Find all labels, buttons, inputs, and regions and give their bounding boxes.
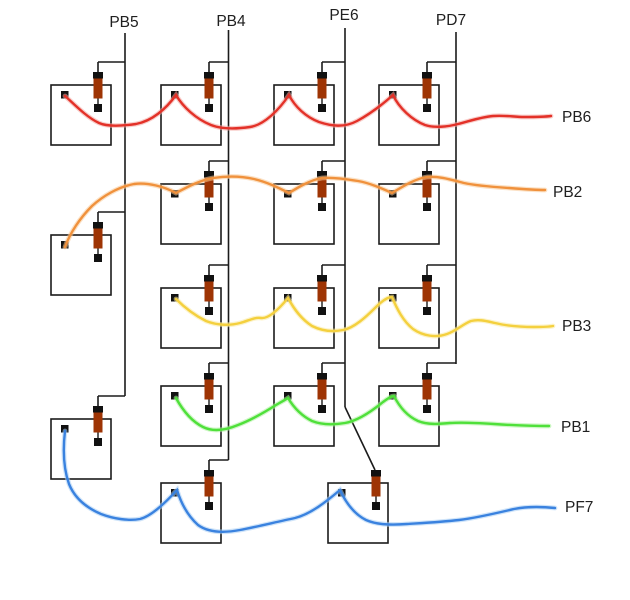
component-bottom-cap: [423, 405, 431, 413]
component-body: [422, 379, 432, 400]
button-cell-16: [327, 470, 389, 544]
component-top-cap: [204, 275, 214, 282]
component-bottom-cap: [372, 502, 380, 510]
component-bottom-cap: [318, 307, 326, 315]
button-outline: [50, 418, 112, 480]
component-bottom-cap: [318, 104, 326, 112]
component-bottom-cap: [423, 203, 431, 211]
component-body: [317, 177, 327, 198]
component-body: [93, 78, 103, 99]
button-outline: [327, 482, 389, 544]
component-top-cap: [204, 72, 214, 79]
button-cell-7: [50, 211, 125, 296]
column-label-pb5: PB5: [109, 14, 138, 31]
component-bottom-cap: [423, 307, 431, 315]
component-body: [317, 281, 327, 302]
component-bottom-cap: [94, 254, 102, 262]
component-body: [317, 78, 327, 99]
contact-pad: [171, 392, 179, 400]
component-bottom-cap: [94, 104, 102, 112]
row-label-pb2: PB2: [553, 184, 582, 201]
button-cell-3: [378, 61, 456, 146]
button-outline: [160, 84, 222, 146]
button-outline: [160, 482, 222, 544]
component-top-cap: [422, 72, 432, 79]
component-body: [204, 476, 214, 497]
button-cell-5: [273, 160, 345, 245]
component-top-cap: [204, 171, 214, 178]
column-label-pe6: PE6: [329, 7, 358, 24]
component-top-cap: [317, 171, 327, 178]
component-bottom-cap: [205, 104, 213, 112]
button-cell-11: [160, 362, 229, 447]
component-top-cap: [371, 470, 381, 477]
button-outline: [50, 84, 112, 146]
component-top-cap: [204, 373, 214, 380]
component-bottom-cap: [205, 307, 213, 315]
button-cell-6: [378, 160, 456, 245]
column-label-pb4: PB4: [216, 13, 246, 30]
button-cell-4: [160, 160, 229, 245]
component-top-cap: [93, 222, 103, 229]
component-body: [204, 379, 214, 400]
component-top-cap: [317, 275, 327, 282]
wire-pf7: [62, 429, 557, 534]
component-bottom-cap: [205, 502, 213, 510]
button-outline: [160, 287, 222, 349]
component-body: [93, 412, 103, 433]
component-top-cap: [93, 72, 103, 79]
column-label-pd7: PD7: [436, 12, 466, 29]
bus-tail-pe6: [344, 406, 376, 471]
component-body: [422, 177, 432, 198]
component-bottom-cap: [318, 203, 326, 211]
component-top-cap: [204, 470, 214, 477]
component-body: [204, 177, 214, 198]
row-wires: [61, 90, 558, 535]
component-bottom-cap: [205, 203, 213, 211]
component-body: [204, 78, 214, 99]
button-outline: [378, 385, 440, 447]
component-top-cap: [317, 72, 327, 79]
button-outline: [378, 287, 440, 349]
wire-pb6: [63, 92, 553, 130]
component-body: [93, 228, 103, 249]
button-cell-13: [378, 362, 456, 447]
component-top-cap: [422, 171, 432, 178]
component-bottom-cap: [94, 438, 102, 446]
button-cell-8: [160, 264, 229, 349]
component-top-cap: [422, 373, 432, 380]
wire-pb3: [174, 295, 555, 338]
component-top-cap: [317, 373, 327, 380]
button-outline: [378, 84, 440, 146]
row-label-pb3: PB3: [562, 318, 591, 335]
component-body: [204, 281, 214, 302]
wire-pb2: [63, 175, 547, 249]
button-outline: [273, 385, 335, 447]
button-outline: [50, 234, 112, 296]
button-outline: [273, 287, 335, 349]
wire-pb1: [174, 394, 551, 432]
component-top-cap: [422, 275, 432, 282]
button-cell-12: [273, 362, 345, 447]
wire-halo-pb2: [62, 174, 548, 250]
row-label-pb6: PB6: [562, 109, 591, 126]
component-body: [371, 476, 381, 497]
component-body: [422, 281, 432, 302]
component-body: [317, 379, 327, 400]
row-label-pb1: PB1: [561, 419, 590, 436]
row-label-pf7: PF7: [565, 499, 593, 516]
component-top-cap: [93, 406, 103, 413]
component-bottom-cap: [423, 104, 431, 112]
button-outline: [160, 385, 222, 447]
component-body: [422, 78, 432, 99]
button-cell-0: [50, 61, 125, 146]
button-cell-9: [273, 264, 345, 349]
component-bottom-cap: [318, 405, 326, 413]
component-bottom-cap: [205, 405, 213, 413]
column-bus-lines: [124, 28, 457, 471]
